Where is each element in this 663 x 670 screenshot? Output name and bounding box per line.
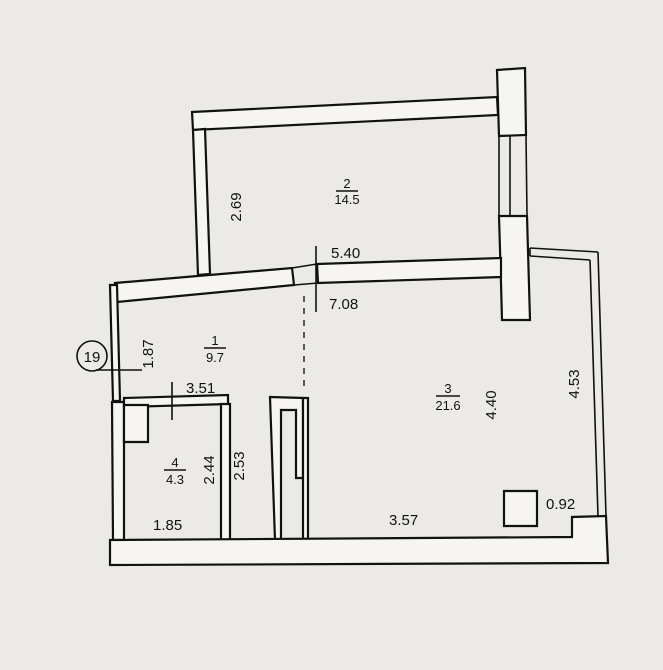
dim-bath-bottom: 1.85	[153, 517, 182, 534]
room-4-label: 4 4.3	[164, 455, 186, 487]
wall-interior-partition	[268, 395, 305, 542]
room-4-area: 4.3	[166, 472, 184, 487]
wall-bottom	[108, 514, 610, 567]
wall-left-outer	[108, 283, 122, 403]
dim-room2-width: 5.40	[331, 245, 360, 262]
dim-bath-height-inner: 2.44	[201, 455, 218, 484]
wall-bath-right	[219, 402, 232, 542]
window-room2	[498, 134, 528, 217]
wall-partition-right	[315, 256, 503, 285]
wall-top-room2	[190, 95, 500, 132]
room-1-number: 1	[211, 333, 218, 348]
walls	[96, 66, 610, 567]
dim-balcony-width: 0.92	[546, 496, 575, 513]
wall-left-lower	[110, 400, 126, 542]
wall-interior-right	[301, 396, 310, 542]
room-3-number: 3	[444, 381, 451, 396]
dim-corridor-width: 7.08	[329, 296, 358, 313]
apartment-number-circle	[76, 340, 108, 372]
room-4-number: 4	[171, 455, 178, 470]
wall-right-room2	[495, 66, 528, 138]
room-3-area: 21.6	[435, 398, 460, 413]
room-1-area: 9.7	[206, 350, 224, 365]
dim-room1-depth: 1.87	[140, 339, 157, 368]
dim-balcony-height: 4.53	[566, 369, 583, 398]
apartment-number-marker: 19	[76, 340, 108, 372]
wall-right-room2-lower	[497, 214, 532, 322]
room-3-label: 3 21.6	[435, 381, 460, 413]
wall-bath-left-stub	[122, 403, 150, 444]
room-2-number: 2	[343, 176, 350, 191]
room-1-label: 1 9.7	[204, 333, 226, 365]
dim-room3-bottom: 3.57	[389, 512, 418, 529]
dim-bath-top: 3.51	[186, 380, 215, 397]
room-labels: 2 14.5 1 9.7 3 21.6 4 4.3	[164, 176, 461, 487]
apartment-number: 19	[84, 349, 101, 366]
dim-room2-depth: 2.69	[228, 192, 245, 221]
wall-pillar-bottom	[502, 489, 539, 528]
dim-room3-height: 4.40	[483, 390, 500, 419]
wall-left-room2	[191, 127, 212, 277]
dimension-labels: 5.40 2.69 7.08 1.87 3.51 2.44 2.53 1.85 …	[140, 192, 583, 534]
room-2-area: 14.5	[334, 192, 359, 207]
balcony	[529, 247, 607, 517]
room-2-label: 2 14.5	[334, 176, 359, 207]
dim-bath-height-outer: 2.53	[231, 451, 248, 480]
door-opening	[291, 263, 319, 286]
